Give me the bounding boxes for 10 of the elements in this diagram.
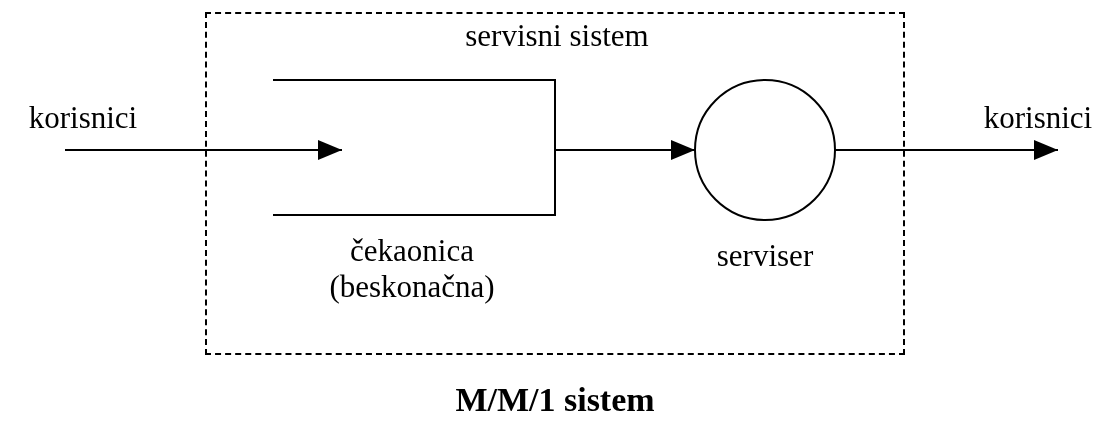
system-boundary — [205, 12, 905, 355]
flow-label: korisnici — [982, 100, 1094, 136]
server-label: serviser — [715, 238, 815, 274]
arrow — [555, 140, 696, 160]
arrow — [834, 140, 1059, 160]
queue-label: čekaonica (beskonačna) — [328, 233, 496, 305]
flow-label: korisnici — [27, 100, 139, 136]
system-label: servisni sistem — [464, 18, 650, 54]
arrow — [64, 140, 343, 160]
diagram-title: M/M/1 sistem — [454, 382, 656, 418]
